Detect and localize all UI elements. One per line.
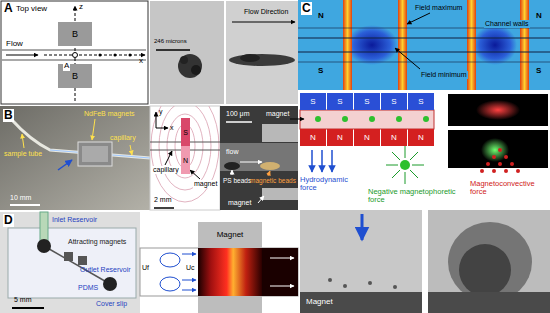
part-label: capillary — [110, 134, 136, 142]
part-label: Inlet Reservoir — [52, 216, 97, 224]
scale-label: 2 mm — [154, 196, 172, 204]
part-label: Attracting magnets — [68, 238, 126, 246]
pole-text: B — [72, 72, 78, 81]
force-label: Negative magnetophoretic force — [368, 188, 460, 205]
scale-label: 5 mm — [14, 296, 32, 304]
part-label: capillary — [152, 166, 180, 174]
magnet-block: Magnet — [198, 222, 262, 248]
field-label: Field maximum — [414, 4, 463, 12]
part-label: Magnet — [306, 298, 333, 307]
scale-label: 10 mm — [10, 194, 31, 202]
magnet-pole: N — [327, 129, 353, 146]
axis-label: z — [79, 3, 83, 12]
flow-label: Flow — [6, 40, 23, 49]
pole-label: N — [536, 12, 542, 21]
pole-text: S — [310, 98, 315, 106]
pole-label: S — [536, 67, 541, 76]
velocity-label: Uf — [142, 264, 149, 272]
pole-text: N — [391, 134, 397, 142]
pole-text: S — [183, 129, 188, 136]
magnet-pole: N — [381, 129, 407, 146]
flow-label: flow — [226, 148, 238, 156]
magnet-pole: S — [181, 118, 190, 146]
scale-label: 246 microns — [154, 38, 187, 45]
magnet-pole: N — [408, 129, 434, 146]
panel-letter: C — [301, 2, 312, 15]
part-label: NdFeB magnets — [84, 110, 135, 118]
velocity-label: Uc — [186, 264, 195, 272]
field-label: Channel walls — [484, 20, 530, 28]
pole-text: N — [337, 134, 343, 142]
magnet-pole: S — [300, 93, 326, 110]
part-label: PDMS — [78, 284, 98, 292]
magnet-pole: S — [381, 93, 407, 110]
panel-letter: D — [3, 214, 14, 227]
magnet-pole: S — [354, 93, 380, 110]
force-label: Magnetoconvective force — [470, 180, 548, 197]
part-label: PS beads — [223, 177, 251, 184]
field-label: Field minimum — [420, 71, 468, 79]
magnet-pole: N — [181, 146, 190, 174]
pole-text: N — [310, 134, 316, 142]
part-label: magnet — [228, 199, 251, 207]
magnet-pole: S — [408, 93, 434, 110]
pole-text: N — [418, 134, 424, 142]
pole-text: S — [337, 98, 342, 106]
part-label: sample tube — [4, 150, 42, 158]
pole-text: B — [72, 30, 78, 39]
part-label: Cover slip — [96, 300, 127, 308]
point-label: A — [63, 62, 70, 71]
pole-text: Magnet — [217, 231, 244, 239]
magnet-pole: B — [58, 22, 92, 46]
pole-text: N — [364, 134, 370, 142]
part-label: magnet — [266, 110, 289, 118]
part-label: Outlet Reservoir — [80, 266, 131, 274]
part-label: magnetic beads — [250, 177, 296, 184]
axis-label: x — [170, 124, 174, 132]
flow-label: Flow Direction — [244, 8, 288, 16]
view-label: Top view — [16, 5, 47, 14]
part-label: magnet — [193, 180, 218, 188]
magnet-pole: N — [354, 129, 380, 146]
panel-letter: B — [3, 109, 14, 122]
magnet-pole: S — [327, 93, 353, 110]
pole-text: S — [391, 98, 396, 106]
pole-text: S — [364, 98, 369, 106]
pole-text: N — [183, 157, 188, 164]
scale-label: 100 μm — [226, 110, 250, 118]
pole-label: N — [318, 12, 324, 21]
magnet-pole: N — [300, 129, 326, 146]
force-label: Hydrodynamic force — [300, 176, 362, 193]
axis-label: y — [159, 108, 163, 116]
pole-text: S — [418, 98, 423, 106]
pole-label: S — [318, 67, 323, 76]
panel-letter: A — [3, 2, 14, 15]
axis-label: x — [139, 57, 143, 66]
